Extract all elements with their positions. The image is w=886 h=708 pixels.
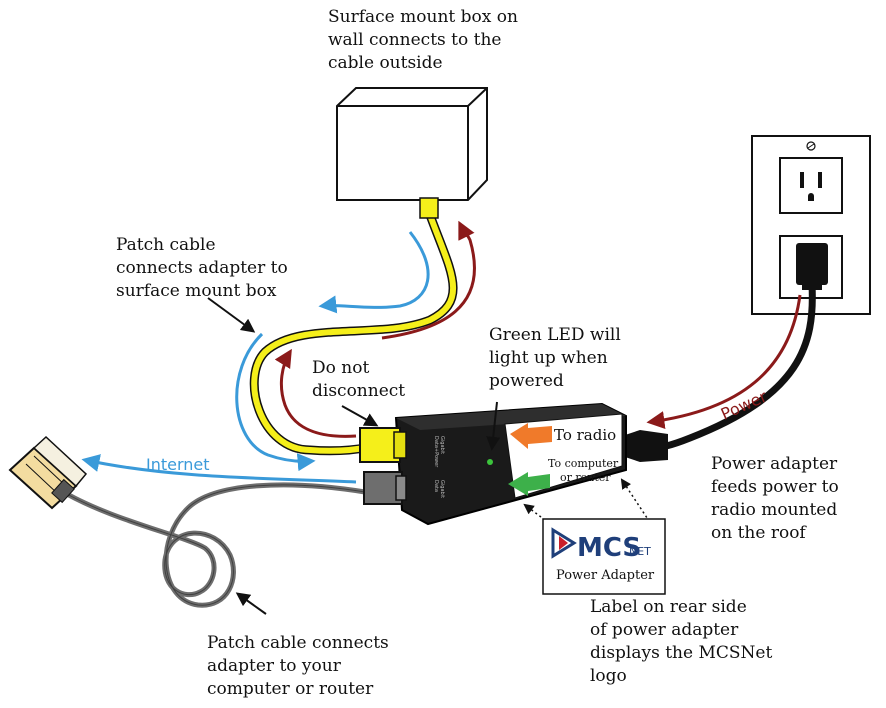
logo-brand: MCS — [577, 533, 641, 563]
logo-brand-suffix: NET — [629, 545, 651, 558]
to-radio-label: To radio — [554, 426, 616, 444]
annotation-green-led: Green LED will light up when powered — [489, 325, 621, 391]
annotation-rear-label: Label on rear side of power adapter disp… — [590, 597, 773, 686]
adapter-power-connector — [622, 430, 668, 462]
annotation-surface-box: Surface mount box on wall connects to th… — [328, 7, 518, 73]
to-computer-label-2: or router — [560, 471, 611, 484]
surface-mount-box — [336, 87, 488, 201]
rj45-plug — [8, 435, 88, 510]
power-arrow-up — [381, 220, 476, 340]
orange-arrow-icon — [510, 423, 552, 449]
pointer-logo-left — [523, 503, 546, 521]
green-led — [487, 459, 493, 465]
annotation-patch-to-computer: Patch cable connects adapter to your com… — [207, 633, 389, 699]
green-arrow-icon — [508, 472, 550, 496]
gray-port-connector — [363, 471, 407, 505]
annotation-do-not-disconnect: Do not disconnect — [312, 358, 406, 401]
internet-arrow-loop — [235, 332, 316, 472]
port-top-label-1: Gigabit — [439, 436, 445, 454]
to-computer-label-1: To computer — [548, 457, 619, 470]
pointer-patch-computer — [235, 592, 267, 615]
internet-flow-label: Internet — [146, 455, 210, 474]
internet-arrow-box — [318, 231, 430, 314]
pointer-do-not-disconnect — [341, 405, 379, 427]
port-bottom-label-1: Gigabit — [439, 480, 445, 498]
gray-patch-cable — [58, 482, 366, 608]
pointer-green-led — [486, 401, 501, 451]
port-top-label-2: Data+Power — [433, 436, 439, 468]
logo-caption: Power Adapter — [556, 568, 655, 583]
box-cable-connector — [419, 197, 439, 219]
mcsnet-logo-card: MCS NET Power Adapter — [542, 518, 666, 595]
power-plug — [796, 243, 828, 290]
power-arrow-feed — [646, 294, 802, 430]
yellow-port-connector — [359, 427, 407, 463]
mcsnet-logo-mark — [551, 527, 577, 559]
annotation-power-feed: Power adapter feeds power to radio mount… — [711, 454, 839, 543]
port-bottom-label-2: Data — [433, 480, 439, 492]
power-adapter: Gigabit Data+Power Gigabit Data To radio… — [394, 402, 627, 526]
power-arrow-loop — [274, 348, 357, 438]
internet-arrow-left — [81, 454, 357, 484]
pointer-patch-box — [207, 297, 256, 333]
annotation-patch-to-box: Patch cable connects adapter to surface … — [116, 235, 288, 301]
